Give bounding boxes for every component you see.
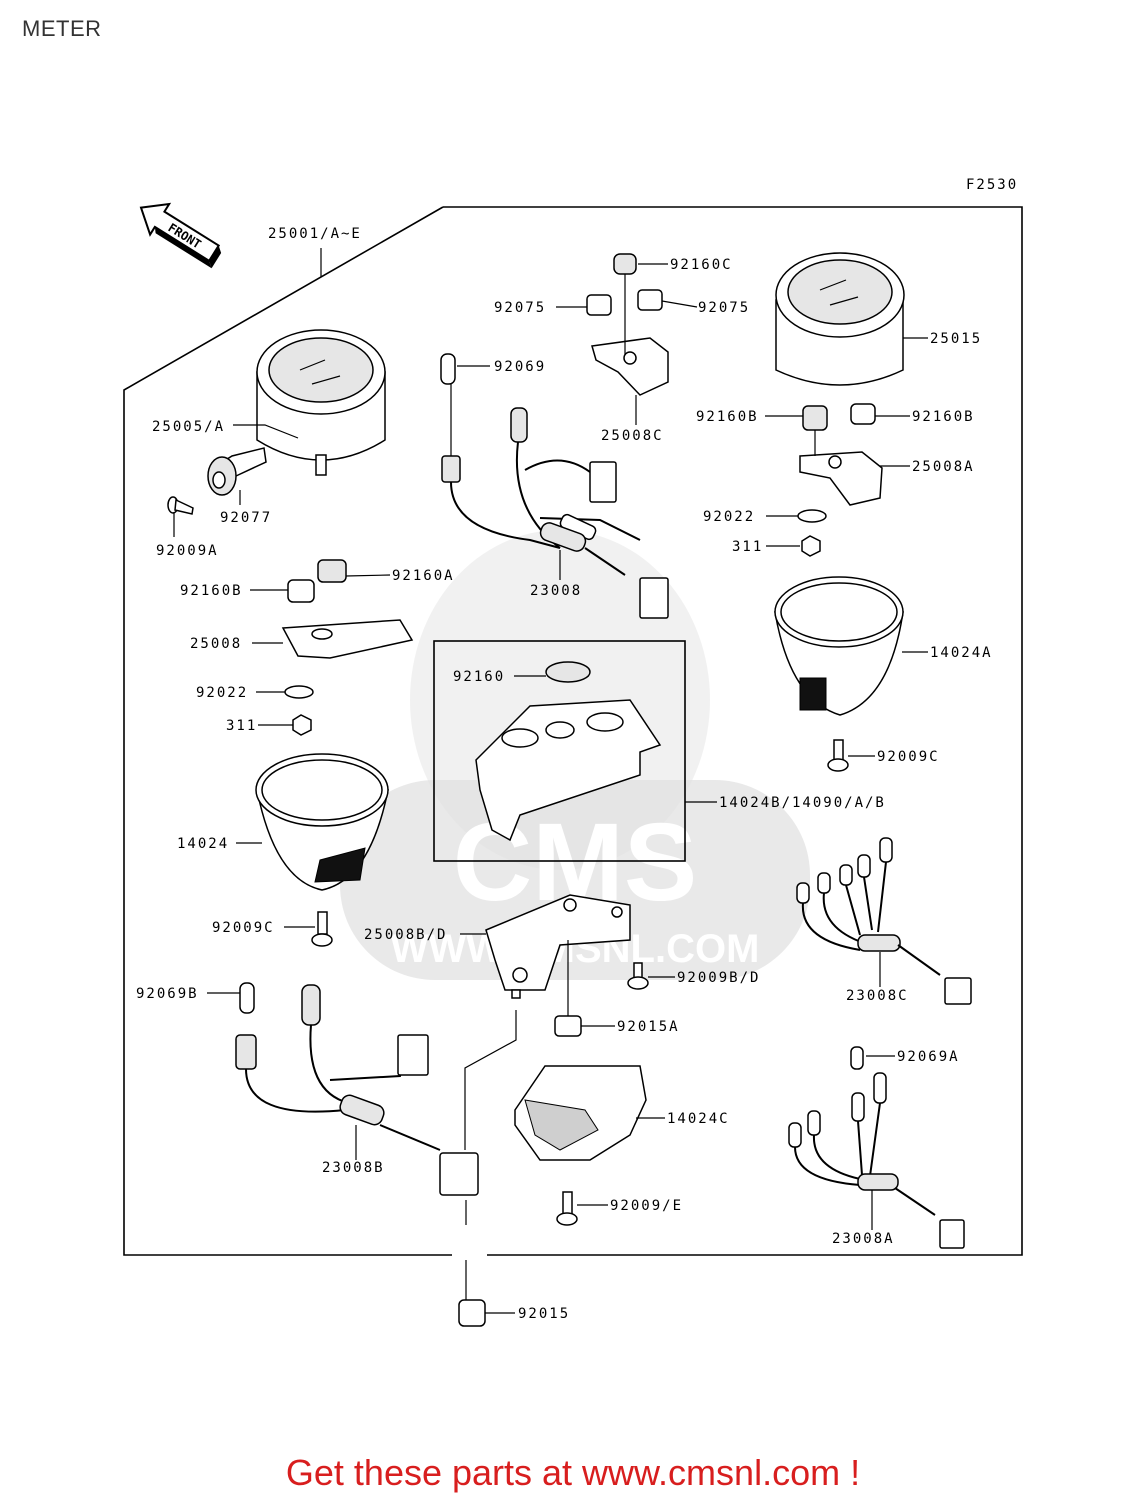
assembly-frame-left bbox=[123, 206, 452, 1256]
part-label[interactable]: 25001/A~E bbox=[268, 226, 362, 242]
part-label[interactable]: 92160A bbox=[392, 568, 455, 584]
part-label[interactable]: 92009B/D bbox=[677, 970, 760, 986]
part-label[interactable]: 25008B/D bbox=[364, 927, 447, 943]
part-label[interactable]: 25015 bbox=[930, 331, 982, 347]
part-label[interactable]: 92160 bbox=[453, 669, 505, 685]
screw-92009BD-illustration bbox=[627, 962, 649, 990]
bulb-92069A-illustration bbox=[850, 1046, 864, 1070]
page-title: METER bbox=[22, 16, 102, 41]
screw-92009C-right-illustration bbox=[827, 739, 849, 772]
part-label[interactable]: 92160B bbox=[696, 409, 759, 425]
harness-23008C-illustration bbox=[796, 837, 972, 1005]
bulb-92069B-illustration bbox=[239, 982, 255, 1014]
bracket-25008BD-illustration bbox=[485, 894, 631, 999]
nut-92160B-left-illustration bbox=[287, 579, 315, 603]
part-label[interactable]: 14024 bbox=[177, 836, 229, 852]
part-label[interactable]: 23008 bbox=[530, 583, 582, 599]
cover-14024C-illustration bbox=[514, 1065, 647, 1161]
bracket-25008C-illustration bbox=[591, 337, 669, 396]
part-label[interactable]: 25008A bbox=[912, 459, 975, 475]
nut-92075-left-illustration bbox=[586, 294, 612, 316]
part-label[interactable]: 92160C bbox=[670, 257, 733, 273]
nut-92075-right-illustration bbox=[637, 289, 663, 311]
inset-frame bbox=[433, 640, 686, 862]
part-label[interactable]: 14024B/14090/A/B bbox=[719, 795, 886, 811]
nut-92015A-illustration bbox=[554, 1015, 582, 1037]
part-label[interactable]: 92015A bbox=[617, 1019, 680, 1035]
housing-14024-illustration bbox=[255, 753, 389, 891]
part-label[interactable]: 23008C bbox=[846, 988, 909, 1004]
grommet-92160C-illustration bbox=[613, 253, 637, 275]
part-label[interactable]: 311 bbox=[226, 718, 257, 734]
part-label[interactable]: 25008 bbox=[190, 636, 242, 652]
part-label[interactable]: 25005/A bbox=[152, 419, 225, 435]
footer-parts-link[interactable]: Get these parts at www.cmsnl.com ! bbox=[285, 1452, 861, 1493]
bracket-25008A-illustration bbox=[799, 451, 883, 506]
part-label[interactable]: 23008A bbox=[832, 1231, 895, 1247]
part-label[interactable]: 311 bbox=[732, 539, 763, 555]
assembly-frame bbox=[443, 206, 1023, 1256]
screw-92009E-illustration bbox=[556, 1191, 578, 1226]
part-label[interactable]: 92160B bbox=[912, 409, 975, 425]
nut-92160B-r1-illustration bbox=[802, 405, 828, 431]
part-label[interactable]: 92009C bbox=[877, 749, 940, 765]
bulb-92069-illustration bbox=[440, 353, 456, 385]
part-label[interactable]: 92075 bbox=[698, 300, 750, 316]
part-label[interactable]: 14024A bbox=[930, 645, 993, 661]
grommet-92160-illustration bbox=[545, 661, 591, 683]
screw-92009A-illustration bbox=[167, 496, 194, 515]
nut-92015-illustration bbox=[458, 1299, 486, 1327]
part-label[interactable]: 25008C bbox=[601, 428, 664, 444]
nut-92160A-illustration bbox=[317, 559, 347, 583]
nut-311-right-illustration bbox=[801, 535, 821, 557]
part-label[interactable]: 92022 bbox=[196, 685, 248, 701]
part-label[interactable]: 92009C bbox=[212, 920, 275, 936]
part-label[interactable]: 23008B bbox=[322, 1160, 385, 1176]
harness-23008B-illustration bbox=[235, 984, 479, 1196]
screw-92009C-left-illustration bbox=[311, 911, 333, 947]
cover-14024B-illustration bbox=[475, 699, 662, 842]
part-labels: 25001/A~E 92160C 92075 92075 92069 25015… bbox=[136, 226, 993, 1322]
part-label[interactable]: 92022 bbox=[703, 509, 755, 525]
part-label[interactable]: 92015 bbox=[518, 1306, 570, 1322]
part-label[interactable]: 92069A bbox=[897, 1049, 960, 1065]
harness-23008-illustration bbox=[441, 407, 669, 619]
nut-311-left-illustration bbox=[292, 714, 312, 736]
part-label[interactable]: 92075 bbox=[494, 300, 546, 316]
washer-92022-left-illustration bbox=[284, 685, 314, 699]
leader-lines bbox=[173, 248, 928, 1314]
washer-92022-right-illustration bbox=[797, 509, 827, 523]
diagram-code: F2530 bbox=[966, 177, 1018, 193]
part-label[interactable]: 14024C bbox=[667, 1111, 730, 1127]
nut-92160B-r2-illustration bbox=[850, 403, 876, 425]
meter-25005-illustration bbox=[256, 329, 386, 476]
part-label[interactable]: 92009A bbox=[156, 543, 219, 559]
housing-14024A-illustration bbox=[774, 576, 904, 716]
parts-diagram: CMS WWW.CMSNL.COM F2530 FRONT bbox=[123, 177, 1023, 1327]
cable-drive-92077-illustration bbox=[207, 447, 267, 496]
part-label[interactable]: 92160B bbox=[180, 583, 243, 599]
harness-23008A-illustration bbox=[788, 1072, 965, 1249]
part-label[interactable]: 92069 bbox=[494, 359, 546, 375]
part-label[interactable]: 92069B bbox=[136, 986, 199, 1002]
meter-25015-illustration bbox=[775, 252, 905, 386]
bracket-25008-illustration bbox=[281, 619, 414, 659]
part-label[interactable]: 92009/E bbox=[610, 1198, 683, 1214]
front-arrow-icon: FRONT bbox=[139, 202, 222, 269]
part-label[interactable]: 92077 bbox=[220, 510, 272, 526]
